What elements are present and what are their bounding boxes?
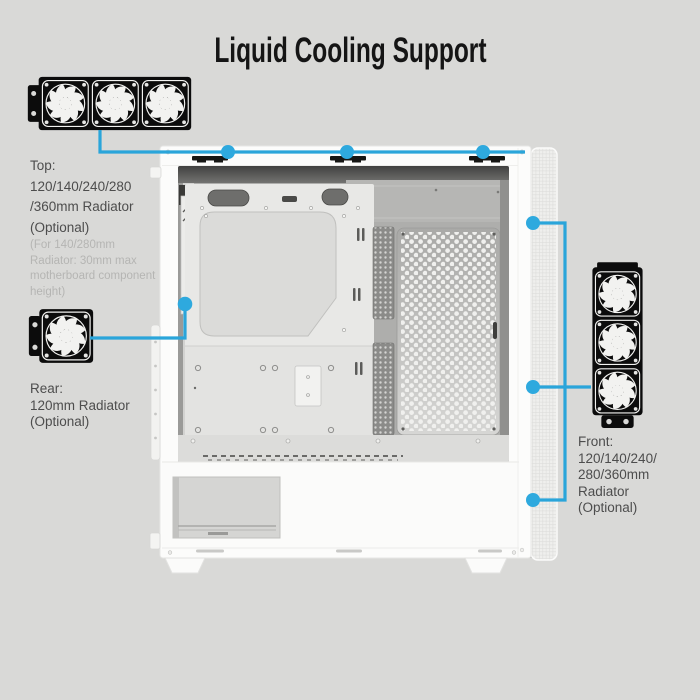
motherboard-tray: [185, 184, 374, 442]
cpu-cooler-cutout: [199, 211, 337, 337]
front-label-line: 120/140/240/: [578, 450, 657, 466]
hex-mesh-panel: [396, 227, 501, 436]
vent-strip: [372, 342, 395, 436]
front-label-line: 280/360mm: [578, 467, 650, 482]
front-mesh-panel: [529, 147, 558, 561]
front-label-line: Radiator: [578, 483, 630, 499]
top-label-line: 120/140/240/280: [30, 178, 132, 194]
case-bottom: [162, 547, 519, 574]
pc-case-illustration: [149, 145, 558, 574]
case-foot: [464, 557, 508, 574]
rear-radiator-icon: [28, 309, 94, 363]
front-label: Front: 120/140/240/ 280/360mm Radiator (…: [578, 434, 657, 517]
rear-label-line: 120mm Radiator: [30, 397, 130, 413]
front-label-line: (Optional): [578, 500, 638, 515]
page-title-text: Liquid Cooling Support: [213, 31, 487, 70]
top-note-line: (For 140/280mm: [30, 239, 116, 251]
rear-label-line: (Optional): [30, 414, 90, 429]
front-radiator-icon: [592, 262, 643, 428]
top-note-line: Radiator: 30mm max: [30, 254, 137, 267]
cable-grommet: [321, 188, 349, 206]
top-label: Top: 120/140/240/280 /360mm Radiator (Op…: [30, 156, 134, 238]
cable-grommet: [207, 189, 250, 207]
rear-label-line: Rear:: [30, 381, 64, 396]
rear-panel-tabs: [149, 166, 162, 550]
top-label-line: /360mm Radiator: [30, 199, 134, 214]
page-title: Liquid Cooling Support: [0, 31, 700, 75]
ssd-bracket: [294, 365, 322, 407]
case-foot: [164, 557, 206, 574]
rear-label: Rear: 120mm Radiator (Optional): [30, 381, 130, 431]
case-interior: [178, 166, 509, 462]
top-label-line: Top:: [30, 158, 56, 173]
top-note-line: height): [30, 285, 66, 298]
vent-strip: [372, 226, 395, 320]
psu-shroud: [162, 461, 519, 550]
top-note-line: motherboard component: [30, 270, 156, 282]
top-label-note: (For 140/280mm Radiator: 30mm max mother…: [30, 238, 155, 300]
top-label-line: (Optional): [30, 219, 90, 235]
front-label-line: Front:: [578, 434, 614, 449]
psu-bay-window: [172, 476, 281, 539]
top-radiator-icon: [27, 76, 192, 131]
